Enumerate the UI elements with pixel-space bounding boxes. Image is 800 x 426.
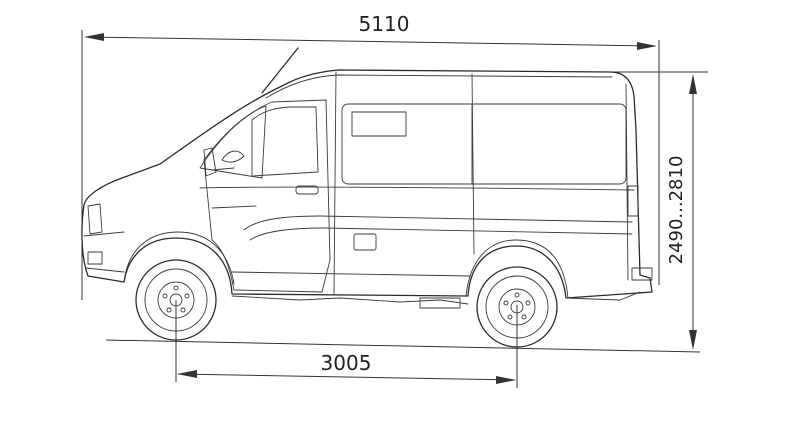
belt-line xyxy=(199,186,635,191)
steering-wheel xyxy=(221,150,245,163)
ground-line xyxy=(105,339,701,353)
headlight xyxy=(87,203,103,235)
rear-hub xyxy=(510,300,524,314)
wheelbase-arrow-right xyxy=(496,376,516,384)
side-window-frame xyxy=(341,103,627,185)
grille-line xyxy=(83,231,125,237)
height-arrow-bottom xyxy=(689,330,697,350)
length-dimension: 5110 xyxy=(81,12,660,300)
front-wheel xyxy=(135,259,217,341)
rear-lug-nuts xyxy=(503,292,531,320)
height-value: 2490...2810 xyxy=(666,156,687,265)
side-swage xyxy=(243,215,633,231)
sill-line xyxy=(231,271,471,277)
exhaust xyxy=(419,297,461,309)
height-dimension: 2490...2810 xyxy=(105,71,708,353)
roof-gutter xyxy=(265,74,613,99)
b-pillar xyxy=(333,71,337,295)
door-handle xyxy=(295,185,319,195)
front-rim xyxy=(157,281,195,319)
rear-door-edge xyxy=(625,83,629,281)
mirror-arm xyxy=(211,167,235,171)
door-window xyxy=(251,106,319,177)
rear-lamp xyxy=(627,185,639,217)
front-tire-inner xyxy=(144,268,208,332)
height-arrow-top xyxy=(689,74,697,94)
side-swage-lower xyxy=(249,227,633,241)
rear-arch-flare xyxy=(465,239,569,299)
length-arrow-right xyxy=(637,42,657,50)
side-mirror xyxy=(203,147,217,177)
wheelbase-dimension: 3005 xyxy=(175,300,518,388)
body-outline xyxy=(81,69,653,299)
front-arch-flare xyxy=(123,231,235,285)
window-sticker xyxy=(351,111,407,137)
antenna xyxy=(261,47,299,94)
model-badge xyxy=(211,205,257,209)
length-value: 5110 xyxy=(359,12,410,36)
front-tire xyxy=(135,259,217,341)
rear-wheel xyxy=(476,266,558,348)
rear-bumper xyxy=(631,267,653,281)
wheelbase-value: 3005 xyxy=(321,351,372,375)
underbody xyxy=(231,295,469,305)
front-hub xyxy=(169,293,183,307)
van-body xyxy=(81,47,653,309)
rear-rim xyxy=(498,288,536,326)
wheelbase-arrow-left xyxy=(177,370,197,378)
fuel-flap xyxy=(353,233,377,251)
length-dim-line xyxy=(85,36,656,47)
length-arrow-left xyxy=(84,33,104,41)
front-bumper-lower xyxy=(85,267,125,273)
front-lug-nuts xyxy=(162,285,190,313)
rear-underbody xyxy=(565,291,641,301)
fog-lamp xyxy=(87,251,103,265)
rear-tire-inner xyxy=(485,275,549,339)
wheelbase-dim-line xyxy=(177,373,516,381)
rear-tire xyxy=(476,266,558,348)
